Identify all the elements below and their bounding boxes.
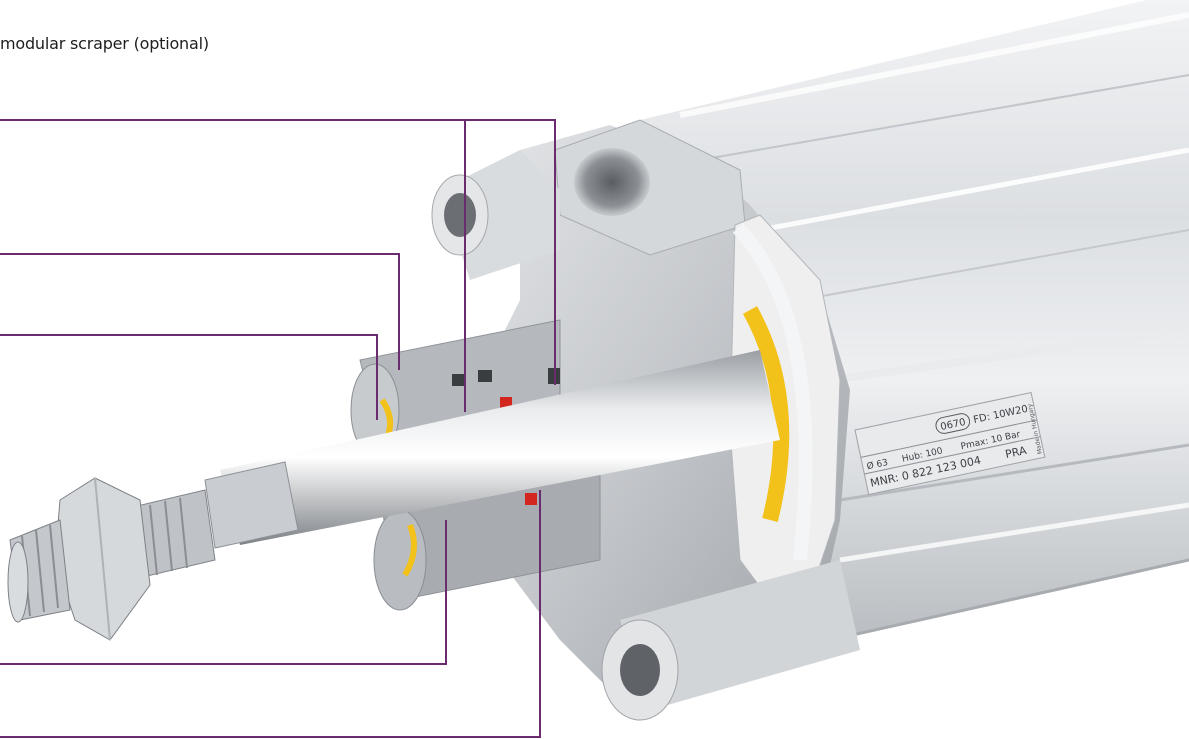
leader-line-5 xyxy=(0,520,447,665)
caption-modular-scraper: modular scraper (optional) xyxy=(0,34,209,53)
air-port-icon xyxy=(574,148,650,216)
piston-rod xyxy=(220,350,780,545)
piston-seal-yellow xyxy=(743,306,790,522)
rod-seal-red-bottom xyxy=(525,493,537,505)
leader-line-4 xyxy=(0,334,378,420)
leader-line-3 xyxy=(0,253,400,370)
plate-series: PRA xyxy=(1004,444,1028,461)
scraper-yellow-bottom xyxy=(402,523,417,577)
leader-line-6 xyxy=(0,490,541,738)
plate-code: 0670 xyxy=(940,417,967,433)
rod-end xyxy=(7,461,299,641)
leader-line-1 xyxy=(0,119,556,385)
tie-rod-bottom xyxy=(601,560,860,721)
tie-rod-top xyxy=(431,150,560,280)
leader-lines xyxy=(0,119,556,738)
cylinder-barrel xyxy=(640,0,1189,642)
plate-diameter: Ø 63 xyxy=(866,457,889,472)
